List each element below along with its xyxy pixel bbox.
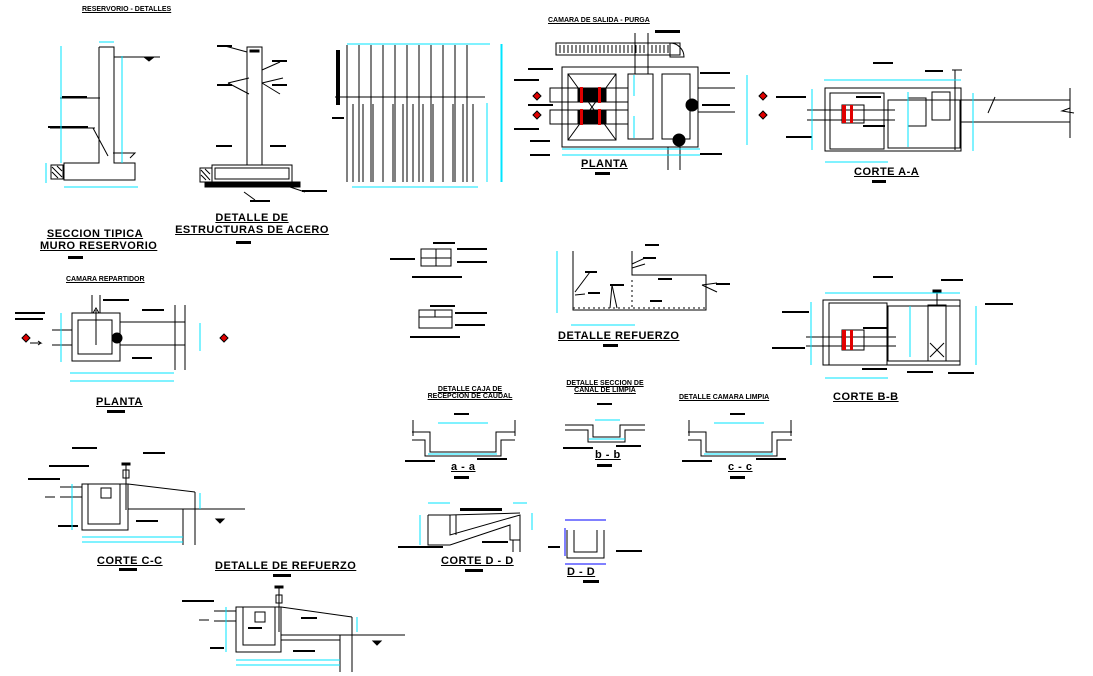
bars-group bbox=[346, 45, 474, 182]
corte-dd-dims bbox=[419, 502, 533, 545]
corte-bb-dims bbox=[810, 292, 977, 379]
scale-bar bbox=[273, 574, 291, 577]
detalle-estructuras-drawing bbox=[199, 45, 327, 202]
camara-salida-planta-title: PLANTA bbox=[581, 158, 628, 170]
refuerzo-bars-drawing bbox=[332, 50, 485, 119]
sections-abc-dims bbox=[428, 419, 773, 455]
scale-bar bbox=[730, 476, 745, 479]
scale-bar bbox=[119, 568, 137, 571]
scale-bar bbox=[583, 580, 599, 583]
seccion-tipica-title: SECCION TIPICA MURO RESERVORIO bbox=[40, 228, 158, 252]
title-line: DETALLE DE bbox=[215, 212, 289, 224]
camara-salida-heading: CAMARA DE SALIDA - PURGA bbox=[548, 17, 650, 24]
camara-salida-dims bbox=[501, 44, 748, 182]
seccion-dd-dims bbox=[564, 519, 606, 565]
corte-aa-title: CORTE A-A bbox=[854, 166, 920, 178]
section-cc-small-title: c - c bbox=[728, 461, 753, 473]
seccion-dd-title: D - D bbox=[567, 566, 596, 578]
corte-dd-title: CORTE D - D bbox=[441, 555, 514, 567]
corte-cc-drawing bbox=[28, 447, 245, 545]
section-aa-title: a - a bbox=[451, 461, 476, 473]
scale-bar bbox=[68, 256, 83, 259]
heading-line: RECEPCION DE CAUDAL bbox=[427, 393, 513, 400]
camara-repartidor-dims bbox=[60, 313, 201, 382]
scale-bar bbox=[107, 410, 125, 413]
camara-salida-valves-highlight bbox=[580, 87, 601, 125]
corte-bb-title: CORTE B-B bbox=[833, 391, 899, 403]
camara-repartidor-planta-drawing bbox=[15, 295, 186, 370]
camara-limpia-heading: DETALLE CAMARA LIMPIA bbox=[679, 394, 770, 401]
seccion-tipica-dims bbox=[45, 41, 138, 188]
seccion-dd-drawing bbox=[548, 530, 642, 559]
detalle-refuerzo-2-dims bbox=[225, 607, 358, 666]
title-line: SECCION TIPICA bbox=[46, 228, 144, 240]
canal-limpia-heading: DETALLE SECCION DE CANAL DE LIMPIA bbox=[540, 380, 670, 394]
corte-aa-dims bbox=[811, 79, 974, 163]
detalle-refuerzo-1-dims bbox=[556, 251, 635, 326]
corte-cc-dims bbox=[71, 484, 201, 543]
camara-repartidor-heading: CAMARA REPARTIDOR bbox=[66, 276, 145, 283]
detalle-refuerzo-1-title: DETALLE REFUERZO bbox=[558, 330, 680, 342]
bars-dims bbox=[347, 43, 502, 188]
heading-line: CANAL DE LIMPIA bbox=[574, 387, 636, 394]
title-line: MURO RESERVORIO bbox=[40, 240, 158, 252]
scale-bar bbox=[595, 172, 610, 175]
corte-aa-drawing bbox=[776, 62, 1075, 152]
sheet-title: RESERVORIO - DETALLES bbox=[82, 6, 172, 13]
heading-line: DETALLE SECCION DE bbox=[566, 380, 644, 387]
heading-line: DETALLE CAJA DE bbox=[437, 386, 503, 393]
sections-abc-drawing bbox=[405, 403, 792, 462]
corte-bb-drawing bbox=[772, 276, 1013, 374]
corte-dd-drawing bbox=[398, 508, 521, 552]
scale-bar bbox=[872, 180, 886, 183]
detalle-refuerzo-2-drawing bbox=[182, 585, 405, 672]
camara-repartidor-planta-title: PLANTA bbox=[96, 396, 143, 408]
section-bb-small-title: b - b bbox=[595, 449, 621, 461]
detalle-refuerzo-2-title: DETALLE DE REFUERZO bbox=[215, 560, 357, 572]
section-markers bbox=[21, 91, 768, 343]
detalle-refuerzo-1-drawing bbox=[572, 244, 730, 311]
seccion-tipica-drawing bbox=[48, 46, 160, 181]
caja-recepcion-heading: DETALLE CAJA DE RECEPCION DE CAUDAL bbox=[400, 386, 540, 400]
title-line: ESTRUCTURAS DE ACERO bbox=[175, 224, 329, 236]
scale-bar bbox=[597, 464, 612, 467]
scale-bar bbox=[603, 344, 618, 347]
detalle-estructuras-title: DETALLE DE ESTRUCTURAS DE ACERO bbox=[172, 212, 332, 236]
corte-cc-title: CORTE C-C bbox=[97, 555, 163, 567]
scale-bar bbox=[454, 476, 469, 479]
small-details-drawing bbox=[390, 242, 487, 338]
scale-bar bbox=[465, 569, 483, 572]
scale-bar bbox=[236, 241, 251, 244]
